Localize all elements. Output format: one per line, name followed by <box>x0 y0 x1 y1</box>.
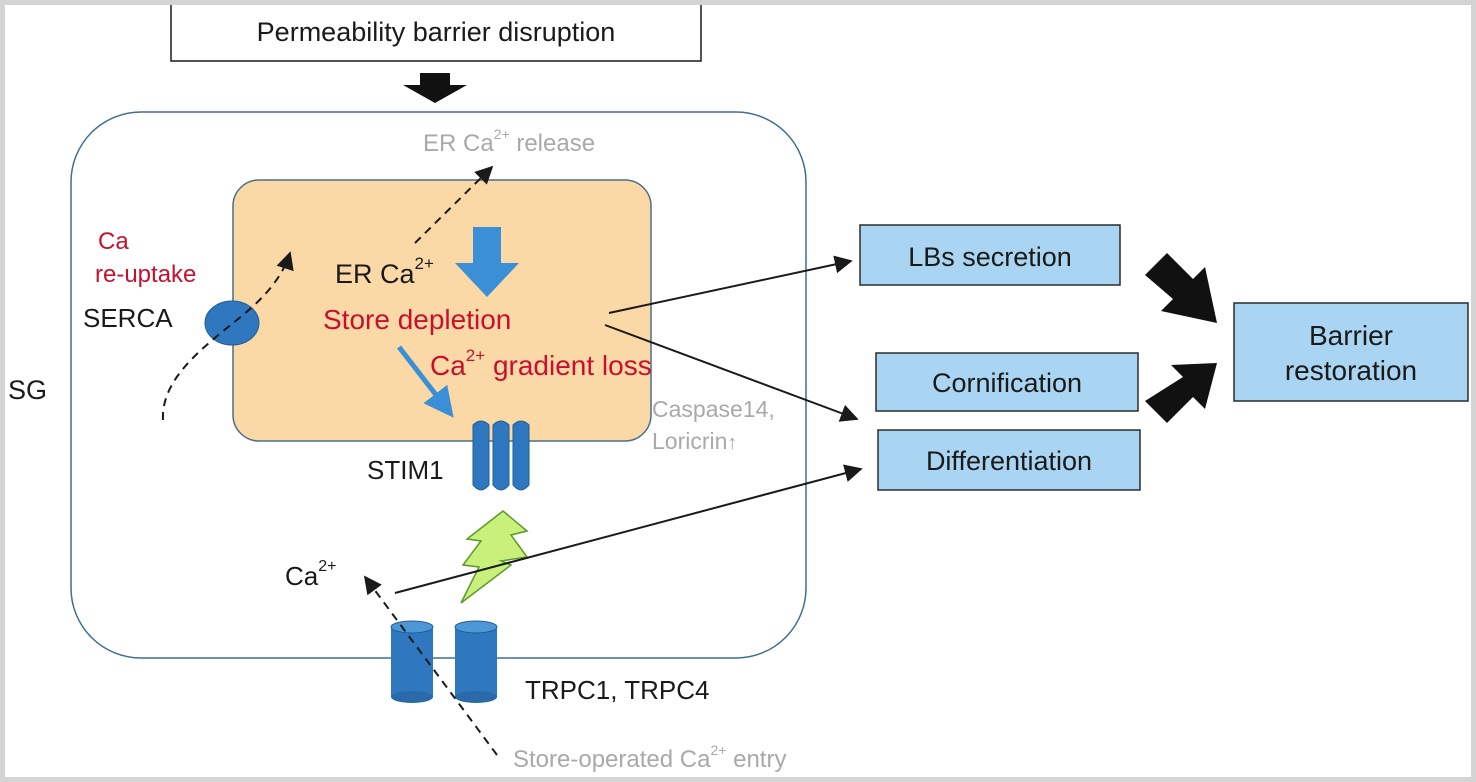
differentiation-label: Differentiation <box>926 446 1092 476</box>
store-depletion-label: Store depletion <box>323 304 511 335</box>
trpc-channels <box>390 620 498 703</box>
lightning-bolt <box>460 510 529 604</box>
barrier-label-1: Barrier <box>1309 320 1393 351</box>
lbs-to-barrier-arrow <box>1145 253 1217 323</box>
stim1-label: STIM1 <box>367 455 444 485</box>
barrier-label-2: restoration <box>1285 355 1417 386</box>
soce-arrow <box>363 575 498 756</box>
sg-label: SG <box>8 375 47 405</box>
differentiation-box <box>877 429 1141 491</box>
er-release-label: ER Ca2+ release <box>423 126 595 157</box>
caspase-label: Caspase14, <box>652 396 775 422</box>
ca-reuptake-label-1: Ca <box>98 228 129 255</box>
cyto-ca-label: Ca2+ <box>285 558 337 591</box>
depletion-arrow <box>455 227 519 297</box>
soce-label: Store-operated Ca2+ entry <box>513 742 786 773</box>
cornification-label: Cornification <box>932 368 1082 398</box>
top-box <box>170 5 702 62</box>
depletion-to-lbs-arrow <box>608 255 853 314</box>
ca-to-differentiation-arrow <box>394 464 863 594</box>
cell-outline <box>70 111 807 659</box>
lbs-box <box>859 224 1121 286</box>
stim1-protein <box>472 420 530 491</box>
gradient-loss-label: Ca2+ gradient loss <box>430 346 652 381</box>
depletion-to-cornification-arrow <box>604 324 859 422</box>
er-release-arrow <box>414 165 494 244</box>
loricrin-label: Loricrin↑ <box>652 428 737 454</box>
reuptake-path-arrow <box>161 251 294 421</box>
serca-label: SERCA <box>83 303 173 333</box>
ca-reuptake-label-2: re-uptake <box>95 261 196 288</box>
loricrin-up-arrow: ↑ <box>727 432 737 454</box>
cornification-box <box>875 352 1139 412</box>
cornification-to-barrier-arrow <box>1145 363 1217 423</box>
signaling-diagram: Permeability barrier disruption ER Ca2+ … <box>8 5 1469 773</box>
lbs-label: LBs secretion <box>908 242 1072 272</box>
top-box-label: Permeability barrier disruption <box>257 17 616 47</box>
er-ca-label: ER Ca2+ <box>335 254 434 289</box>
stim1-activation-arrow <box>397 345 454 418</box>
disruption-arrow <box>403 73 467 103</box>
trpc-label: TRPC1, TRPC4 <box>525 675 709 705</box>
barrier-box <box>1233 302 1469 402</box>
